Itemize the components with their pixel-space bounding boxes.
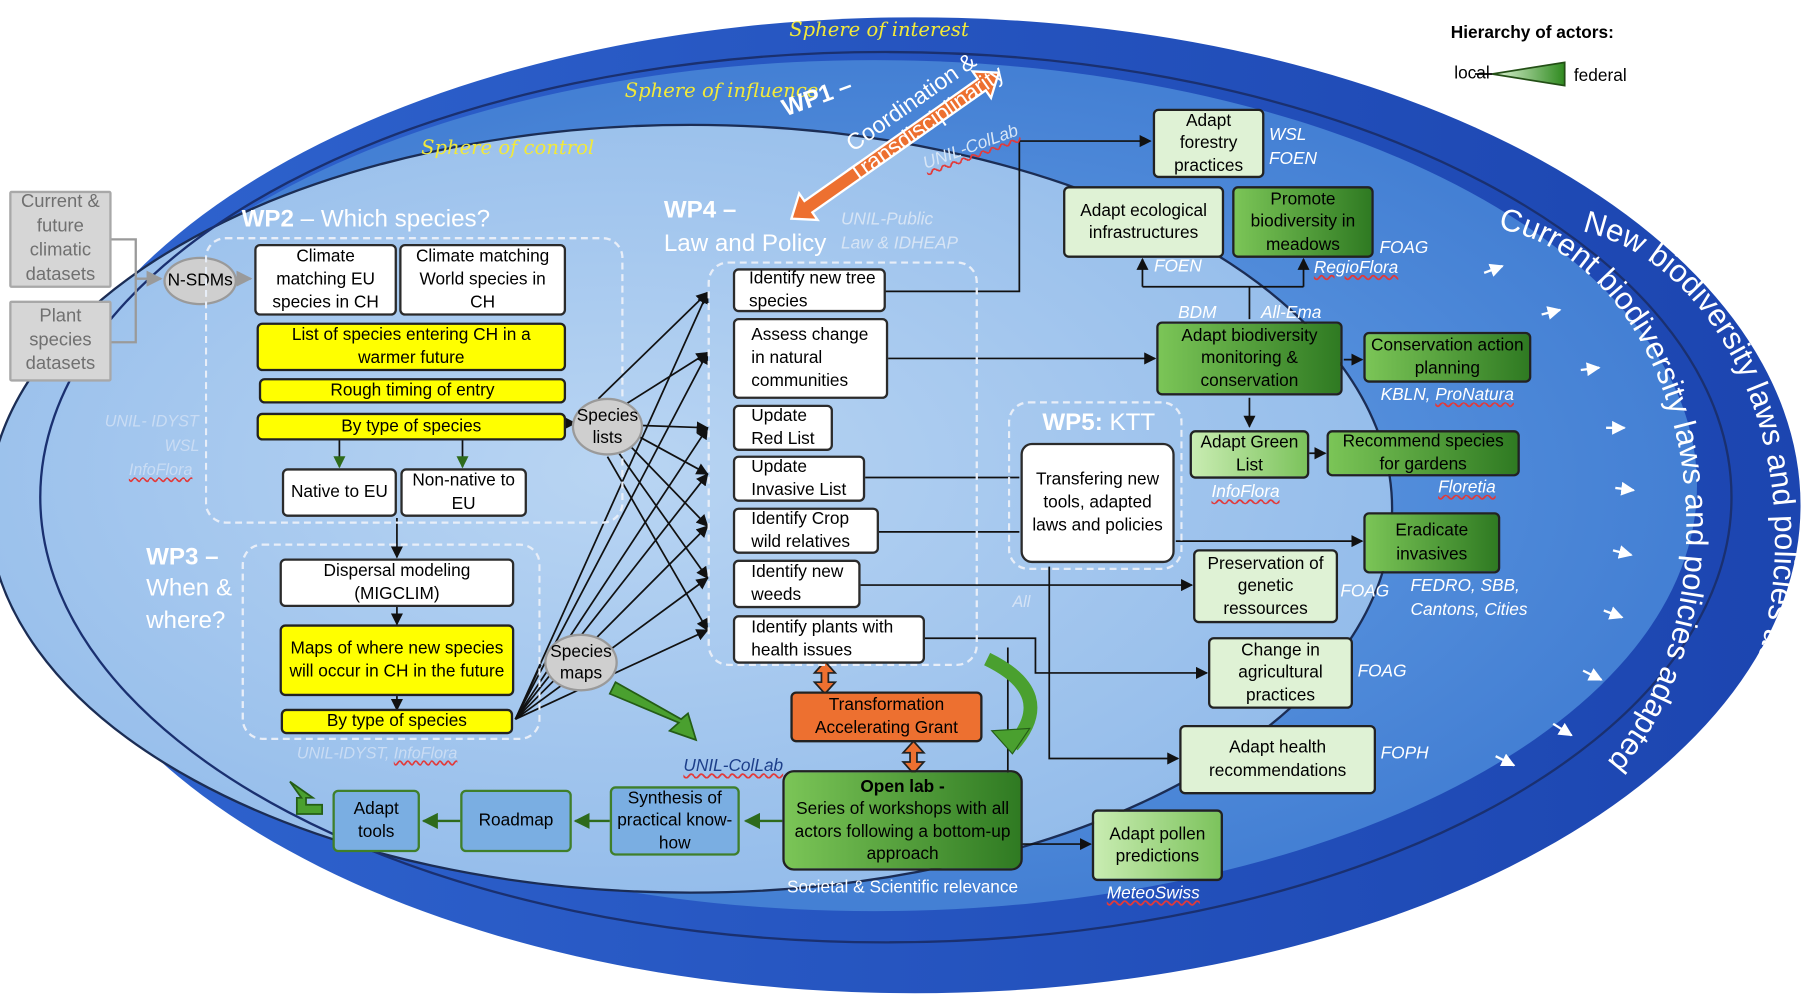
pollen-actor: MeteoSwiss — [1106, 883, 1200, 904]
wp3-title: WP3 –When &where? — [146, 543, 233, 634]
open-lab-title: Open lab - — [860, 776, 945, 797]
eradicate-actor2: Cantons, Cities — [1410, 600, 1528, 620]
conservation-actor: KBLN, ProNatura — [1380, 385, 1514, 405]
wp4-item-new-weeds: Identify new weeds — [732, 559, 861, 609]
climate-eu-box: Climate matching EU species in CH — [254, 243, 397, 316]
pollen-box: Adapt pollen predictions — [1091, 809, 1223, 882]
by-type-species-wp3: By type of species — [280, 708, 514, 735]
gardens-actor: Floretia — [1438, 477, 1496, 498]
meadows-actor-regioflora: RegioFlora — [1313, 257, 1399, 278]
wp4-item-tree-species: Identify new tree species — [732, 268, 886, 313]
agri-box: Change in agricultural practices — [1208, 637, 1353, 709]
nonnative-eu-box: Non-native to EU — [400, 468, 527, 517]
meadows-box: Promote biodiversity in meadows — [1232, 186, 1374, 258]
wp2-actor-idyst: UNIL- IDYST — [104, 411, 199, 431]
species-entering-box: List of species entering CH in a warmer … — [256, 322, 567, 372]
monitoring-box: Adapt biodiversity monitoring & conserva… — [1156, 321, 1343, 396]
eradicate-box: Eradicate invasives — [1363, 512, 1501, 574]
greenlist-actor: InfoFlora — [1211, 482, 1280, 502]
genetic-actor: FOAG — [1340, 581, 1390, 602]
sphere-influence-label: Sphere of influence — [624, 79, 819, 103]
legend-gradient — [1492, 61, 1566, 87]
wp2-group — [204, 237, 624, 524]
species-lists-bubble: Species lists — [571, 397, 644, 456]
ecological-box: Adapt ecological infrastructures — [1063, 186, 1225, 258]
synthesis-box: Synthesis of practical know-how — [609, 786, 740, 856]
wp5-all-label: All — [1012, 592, 1031, 611]
maps-box: Maps of where new species will occur in … — [279, 624, 515, 697]
wp2-actor-wsl: WSL — [164, 435, 200, 455]
native-eu-box: Native to EU — [281, 468, 397, 517]
forestry-actor-wsl: WSL — [1269, 124, 1307, 145]
wp4-actor2: Law & IDHEAP — [841, 233, 959, 254]
wp5-title: WP5: KTT — [1042, 409, 1156, 436]
rough-timing-box: Rough timing of entry — [258, 378, 567, 404]
gardens-box: Recommend species for gardens — [1326, 430, 1520, 477]
monitoring-actor-allema: All-Ema — [1260, 302, 1322, 323]
wp1-arrow — [789, 70, 1001, 222]
wp4-item-health-issues: Identify plants with health issues — [732, 615, 926, 664]
wp4-item-invasive-list: Update Invasive List — [732, 455, 866, 502]
roadmap-box: Roadmap — [460, 789, 572, 853]
wp4-group — [707, 261, 978, 666]
grant-box: Transformation Accelerating Grant — [790, 691, 983, 743]
wp4-item-red-list: Update Red List — [732, 404, 833, 451]
wp4-item-assess-change: Assess change in natural communities — [732, 317, 889, 399]
wp4-actor1: UNIL-Public — [841, 209, 934, 229]
wp2-actor-infoflora: InfoFlora — [128, 460, 193, 479]
eradicate-actor1: FEDRO, SBB, — [1410, 575, 1520, 596]
open-lab-box: Open lab - Series of workshops with all … — [782, 770, 1023, 871]
health-box: Adapt health recommendations — [1179, 724, 1376, 795]
legend-title: Hierarchy of actors: — [1450, 23, 1614, 43]
agri-actor: FOAG — [1357, 661, 1407, 682]
wp3-actor: UNIL-IDYST, InfoFlora — [296, 743, 458, 762]
plant-datasets-box: Plant species datasets — [9, 300, 112, 382]
forestry-box: Adapt forestry practices — [1152, 108, 1265, 179]
wp2-title: WP2 – Which species? — [241, 205, 491, 233]
climate-world-box: Climate matching World species in CH — [399, 243, 567, 316]
wp3-group — [241, 543, 541, 740]
monitoring-actor-bdm: BDM — [1178, 302, 1217, 323]
legend-local: local — [1454, 63, 1490, 84]
dispersal-box: Dispersal modeling (MIGCLIM) — [279, 558, 515, 608]
genetic-box: Preservation of genetic ressources — [1193, 549, 1339, 624]
wp4-title: WP4 –Law and Policy — [663, 196, 827, 258]
climatic-datasets-box: Current & future climatic datasets — [9, 190, 112, 288]
wp5-group — [1007, 401, 1183, 571]
forestry-actor-foen: FOEN — [1269, 149, 1317, 169]
open-lab-body: Series of workshops with all actors foll… — [794, 798, 1011, 864]
conservation-box: Conservation action planning — [1363, 331, 1532, 383]
species-maps-bubble: Species maps — [544, 633, 618, 692]
ecological-actor: FOEN — [1153, 256, 1202, 277]
adapt-tools-box: Adapt tools — [332, 789, 420, 853]
by-type-species-wp2: By type of species — [256, 412, 567, 441]
wp4-item-crop-wild: Identify Crop wild relatives — [732, 507, 879, 554]
relevance-label: Societal & Scientific relevance — [786, 877, 1019, 898]
health-actor: FOPH — [1380, 743, 1429, 764]
nsdms-bubble: N-SDMs — [163, 256, 238, 306]
wp5-transfer-box: Transfering new tools, adapted laws and … — [1020, 442, 1175, 564]
legend-federal: federal — [1573, 65, 1627, 86]
meadows-actor-foag: FOAG — [1379, 238, 1429, 258]
sphere-of-control — [0, 123, 1394, 894]
openlab-actor: UNIL-ColLab — [683, 756, 784, 776]
sphere-interest-label: Sphere of interest — [789, 18, 969, 42]
sphere-control-label: Sphere of control — [421, 136, 595, 160]
greenlist-box: Adapt Green List — [1189, 430, 1310, 479]
